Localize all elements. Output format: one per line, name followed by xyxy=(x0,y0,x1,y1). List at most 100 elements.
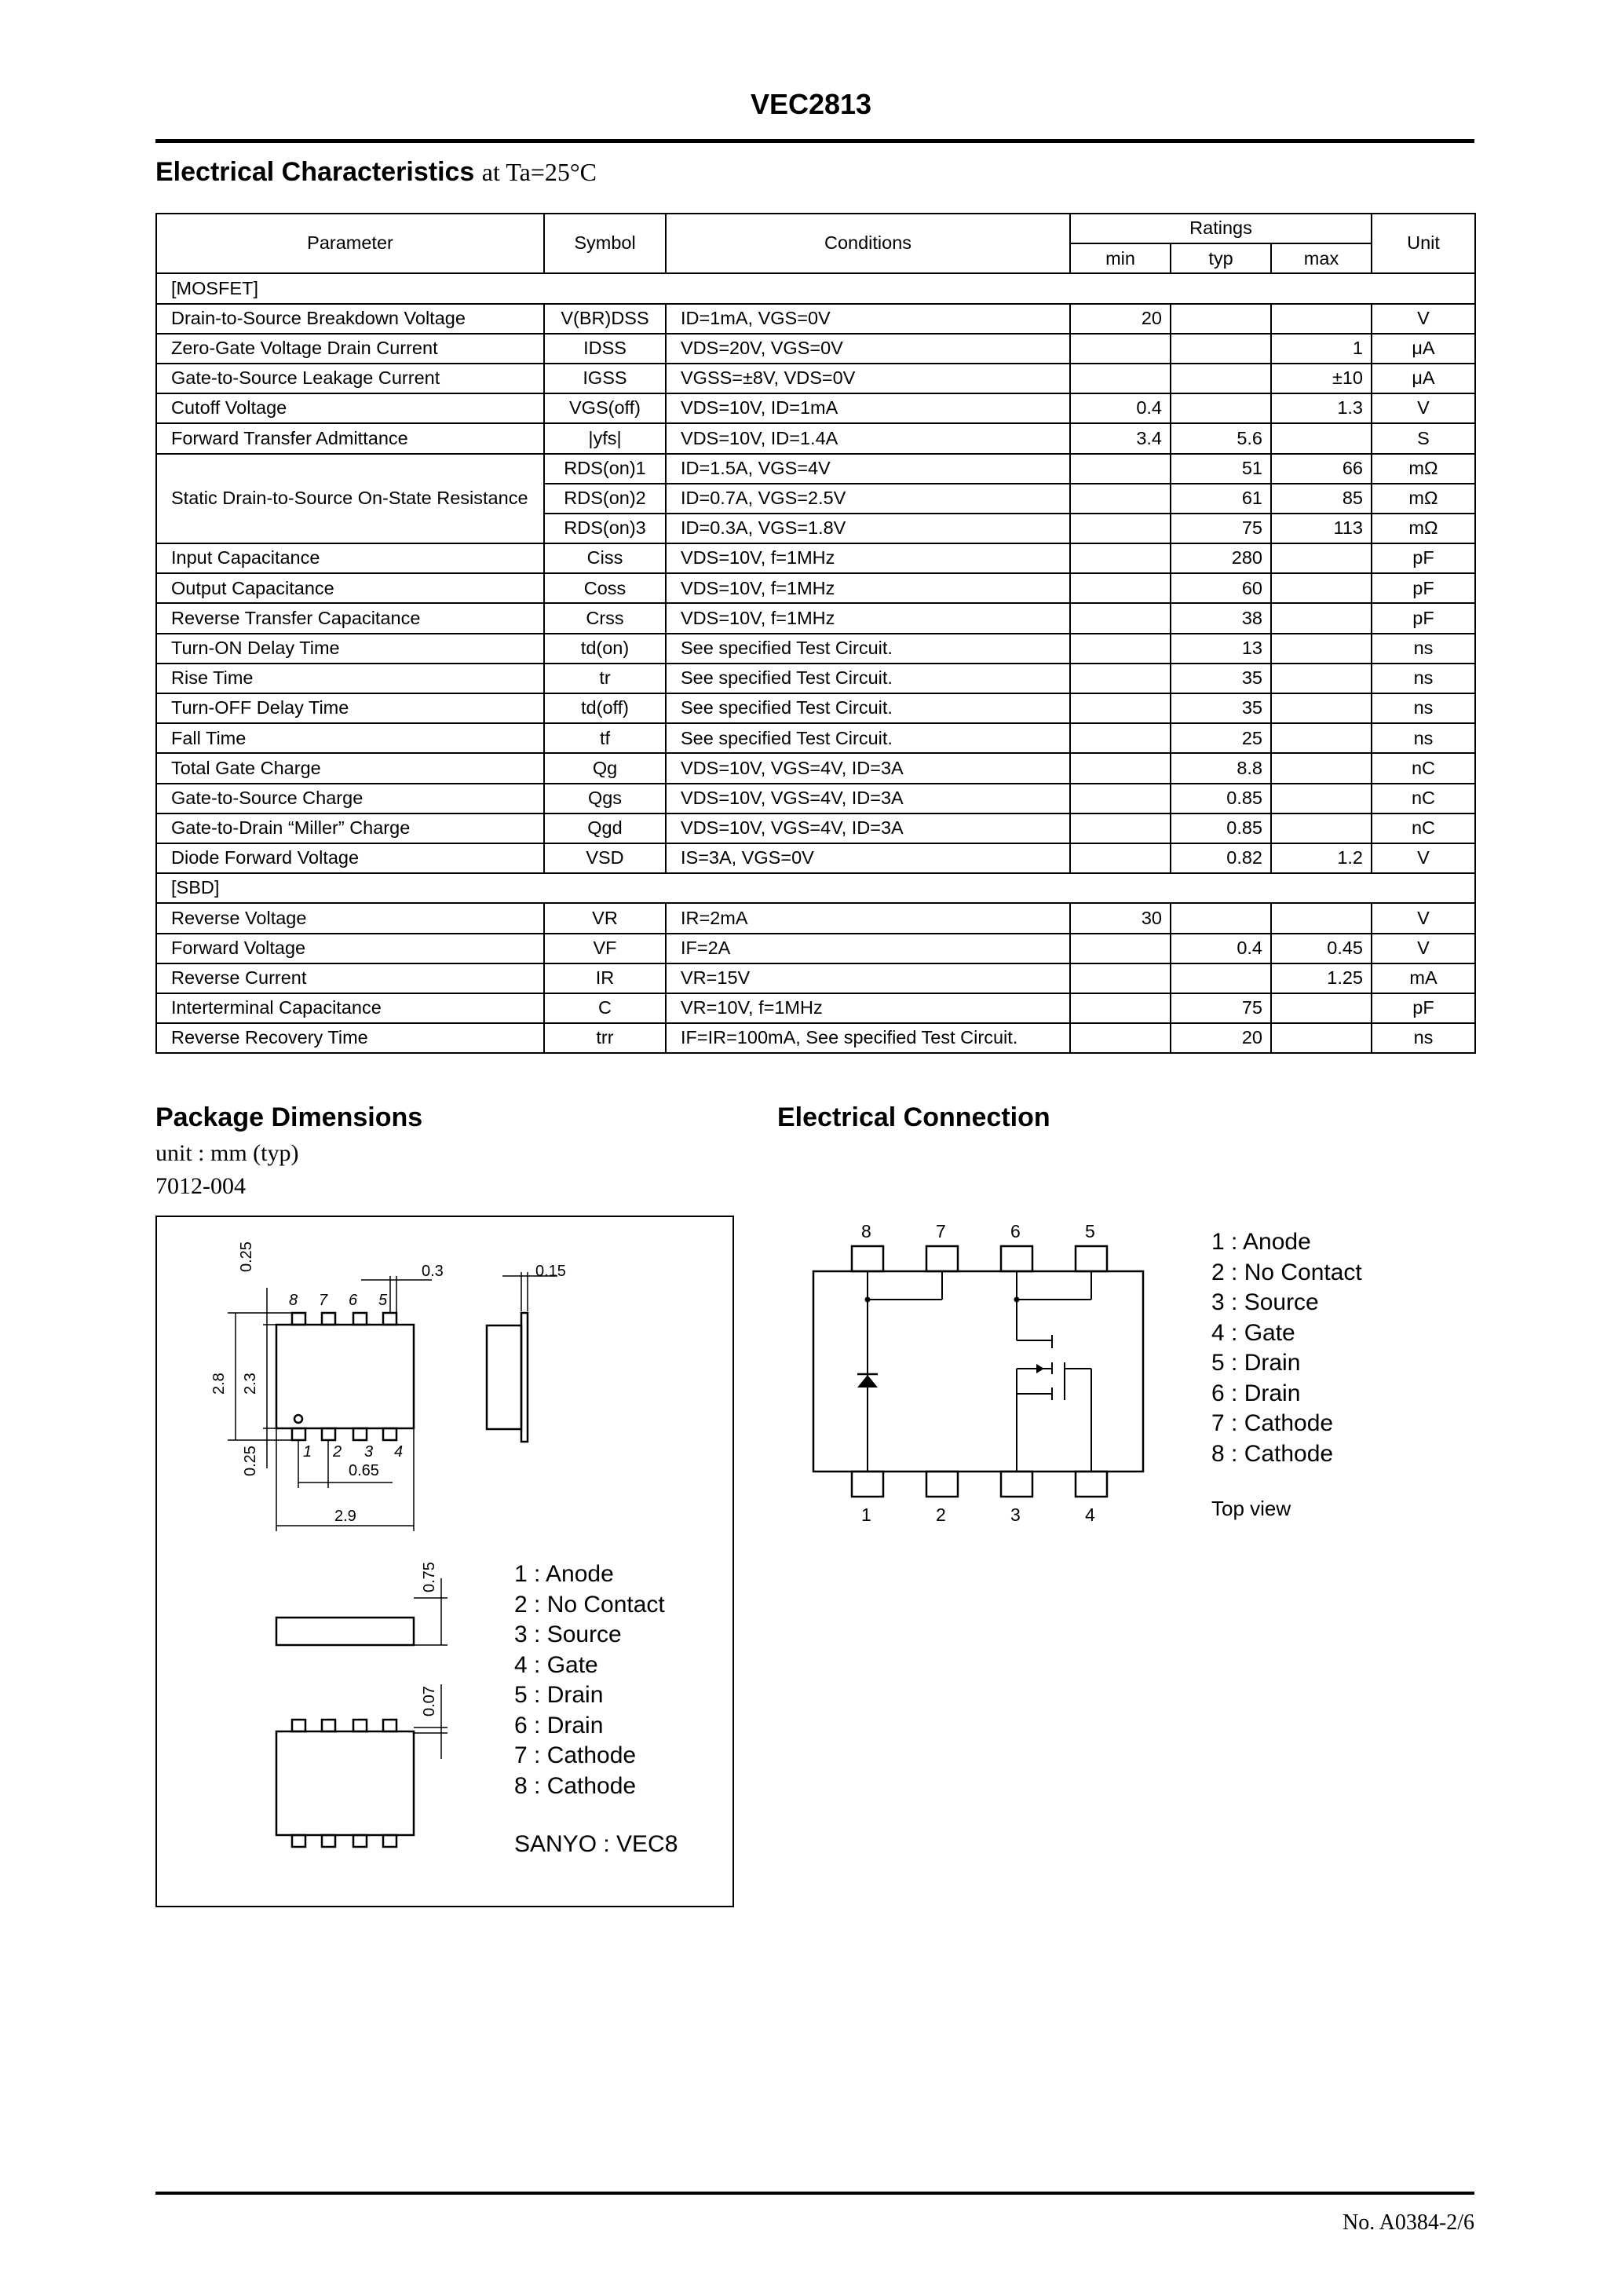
cell-min xyxy=(1069,782,1171,814)
pin-list-item: 4 : Gate xyxy=(1211,1319,1295,1346)
cell-conditions: See specified Test Circuit. xyxy=(665,662,1071,695)
pin-list-item: 8 : Cathode xyxy=(1211,1440,1334,1467)
pin-list-item: 1 : Anode xyxy=(1211,1229,1311,1255)
cell-unit: nC xyxy=(1371,812,1476,844)
cell-conditions: IR=2mA xyxy=(665,902,1071,934)
cell-min xyxy=(1069,452,1171,484)
cell-unit: V xyxy=(1371,842,1476,875)
cell-conditions: VDS=20V, VGS=0V xyxy=(665,332,1071,364)
cell-unit: ns xyxy=(1371,722,1476,755)
cell-max: ±10 xyxy=(1270,362,1372,395)
cell-min xyxy=(1069,482,1171,514)
table-row: Forward Transfer Admittance|yfs|VDS=10V,… xyxy=(155,422,1476,455)
cell-symbol: td(on) xyxy=(543,632,667,664)
cell-parameter: Static Drain-to-Source On-State Resistan… xyxy=(155,452,545,545)
cell-typ: 35 xyxy=(1170,662,1272,695)
cell-parameter: Turn-ON Delay Time xyxy=(155,632,545,664)
cell-max xyxy=(1270,302,1372,335)
cell-parameter: Forward Voltage xyxy=(155,932,545,964)
cell-min xyxy=(1069,512,1171,545)
cell-symbol: |yfs| xyxy=(543,422,667,455)
cell-conditions: IF=IR=100mA, See specified Test Circuit. xyxy=(665,1022,1071,1055)
pkg-pin-label: 3 xyxy=(364,1443,374,1461)
cell-symbol: C xyxy=(543,992,667,1025)
package-unit-line: unit : mm (typ) xyxy=(155,1140,299,1166)
header-typ: typ xyxy=(1170,243,1272,275)
cell-parameter: Cutoff Voltage xyxy=(155,393,545,425)
cell-min: 30 xyxy=(1069,902,1171,934)
cell-parameter: Diode Forward Voltage xyxy=(155,842,545,875)
table-body: [MOSFET]Drain-to-Source Breakdown Voltag… xyxy=(155,272,1476,1055)
cell-symbol: tr xyxy=(543,662,667,695)
cell-conditions: VDS=10V, ID=1.4A xyxy=(665,422,1071,455)
conn-pin-label: 7 xyxy=(936,1221,946,1241)
dim-label-0-25-bottom: 0.25 xyxy=(242,1446,259,1476)
cell-parameter: Total Gate Charge xyxy=(155,752,545,784)
cell-symbol: Qgd xyxy=(543,812,667,844)
electrical-connection-diagram xyxy=(812,1245,1145,1498)
cell-typ: 51 xyxy=(1170,452,1272,484)
cell-unit: pF xyxy=(1371,543,1476,575)
cell-min xyxy=(1069,932,1171,964)
cell-conditions: VDS=10V, f=1MHz xyxy=(665,572,1071,605)
cell-min xyxy=(1069,842,1171,875)
cell-max: 1.25 xyxy=(1270,962,1372,994)
connection-pin-list: 1 : Anode 2 : No Contact 3 : Source 4 : … xyxy=(1211,1227,1362,1469)
cell-typ: 8.8 xyxy=(1170,752,1272,784)
cell-unit: mΩ xyxy=(1371,452,1476,484)
footer-rule xyxy=(155,2192,1474,2195)
cell-symbol: Ciss xyxy=(543,543,667,575)
cell-typ: 0.85 xyxy=(1170,782,1272,814)
cell-symbol: td(off) xyxy=(543,692,667,725)
cell-typ: 5.6 xyxy=(1170,422,1272,455)
cell-max: 66 xyxy=(1270,452,1372,484)
header-max: max xyxy=(1270,243,1372,275)
cell-max: 1.2 xyxy=(1270,842,1372,875)
cell-typ xyxy=(1170,393,1272,425)
cell-typ: 60 xyxy=(1170,572,1272,605)
pin-list-item: 2 : No Contact xyxy=(1211,1259,1362,1285)
cell-min xyxy=(1069,662,1171,695)
cell-min xyxy=(1069,543,1171,575)
pin-list-item: 3 : Source xyxy=(514,1621,622,1647)
cell-conditions: VGSS=±8V, VDS=0V xyxy=(665,362,1071,395)
pkg-pin-label: 8 xyxy=(289,1292,298,1309)
cell-typ: 25 xyxy=(1170,722,1272,755)
cell-max xyxy=(1270,602,1372,634)
package-pin-list: 1 : Anode 2 : No Contact 3 : Source 4 : … xyxy=(514,1559,665,1801)
cell-min xyxy=(1069,692,1171,725)
cell-parameter: Gate-to-Source Charge xyxy=(155,782,545,814)
conn-pin-label: 3 xyxy=(1010,1504,1021,1525)
cell-unit: mΩ xyxy=(1371,482,1476,514)
cell-min xyxy=(1069,722,1171,755)
package-outline-drawing xyxy=(228,1272,557,1848)
pin-list-item: 5 : Drain xyxy=(1211,1350,1301,1376)
cell-conditions: VDS=10V, VGS=4V, ID=3A xyxy=(665,782,1071,814)
cell-symbol: IR xyxy=(543,962,667,994)
cell-parameter: Input Capacitance xyxy=(155,543,545,575)
pin-list-item: 6 : Drain xyxy=(514,1712,604,1738)
cell-unit: S xyxy=(1371,422,1476,455)
cell-symbol: Coss xyxy=(543,572,667,605)
cell-conditions: IS=3A, VGS=0V xyxy=(665,842,1071,875)
page-number: No. A0384-2/6 xyxy=(1343,2210,1474,2235)
cell-symbol: RDS(on)2 xyxy=(543,482,667,514)
cell-max: 0.45 xyxy=(1270,932,1372,964)
cell-unit: pF xyxy=(1371,992,1476,1025)
package-dimensions-heading: Package Dimensions xyxy=(155,1102,423,1132)
cell-conditions: VDS=10V, f=1MHz xyxy=(665,602,1071,634)
header-rule xyxy=(155,139,1474,143)
cell-parameter: Output Capacitance xyxy=(155,572,545,605)
electrical-characteristics-heading: Electrical Characteristics at Ta=25°C xyxy=(155,157,597,188)
cell-typ xyxy=(1170,302,1272,335)
cell-symbol: VF xyxy=(543,932,667,964)
cell-symbol: IDSS xyxy=(543,332,667,364)
